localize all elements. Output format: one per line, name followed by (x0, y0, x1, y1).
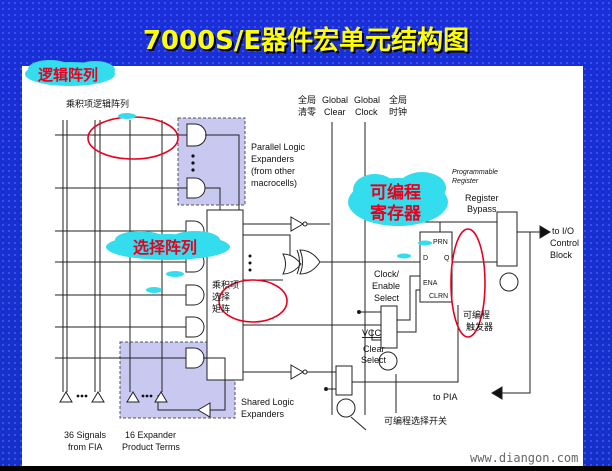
signals-fia-label: from FIA (68, 442, 103, 452)
arrow-icon (491, 386, 503, 400)
clock-enable-label: Enable (372, 281, 400, 291)
inverter-icon (290, 216, 304, 232)
to-pia-label: to PIA (433, 392, 458, 402)
clear-select-label: Clear (363, 344, 385, 354)
register-bypass-label: Bypass (467, 204, 497, 214)
parallel-expanders-label: Parallel Logic (251, 142, 306, 152)
q-label: Q (444, 255, 450, 262)
global-clock-label: Clock (355, 107, 378, 117)
programmable-switch-icons (336, 272, 519, 418)
xor-gate-icon (299, 249, 321, 275)
cloud-programmable-register (348, 172, 448, 226)
global-clock-cn: 时钟 (389, 106, 407, 118)
expander-terms-label: 16 Expander (125, 430, 176, 440)
bottom-bar (0, 466, 612, 471)
product-term-lines (55, 134, 187, 359)
cloud-logic-array (25, 60, 115, 86)
ptsm-label: 乘积项 (212, 279, 239, 291)
global-clock-cn: 全局 (389, 94, 407, 106)
callout-select-array: 选择阵列 (133, 238, 197, 257)
ptsm-label: 矩阵 (212, 303, 230, 315)
clock-enable-label: Clock/ (374, 269, 400, 279)
programmable-ff-label: 触发器 (466, 321, 493, 333)
to-io-label: to I/O (552, 226, 574, 236)
global-clear-cn: 清零 (298, 106, 316, 118)
expander-terms-label: Product Terms (122, 442, 180, 452)
shared-expanders-label: Shared Logic (241, 397, 295, 407)
or-gate-icon (282, 253, 302, 275)
product-term-array-label: 乘积项逻辑阵列 (66, 98, 129, 110)
programmable-register-label: Register (452, 178, 479, 185)
signals-fia-label: 36 Signals (64, 430, 107, 440)
ellipsis-dots (191, 154, 252, 272)
callout-logic-array: 逻辑阵列 (38, 66, 98, 84)
clear-select-label: Select (361, 355, 387, 365)
callout-programmable-register: 寄存器 (370, 203, 422, 224)
slide-title: 7000S/E器件宏单元结构图 (142, 26, 470, 56)
programmable-switch-label: 可编程选择开关 (384, 415, 447, 427)
callout-programmable-register: 可编程 (370, 182, 421, 203)
to-io-label: Block (550, 250, 573, 260)
clrn-label: CLRN (429, 293, 448, 300)
ptsm-label: 选择 (212, 291, 230, 303)
clock-enable-select-mux (380, 305, 398, 349)
to-io-label: Control (550, 238, 579, 248)
register-bypass-label: Register (465, 193, 499, 203)
prn-label: PRN (433, 239, 448, 246)
programmable-ff-label: 可编程 (463, 309, 490, 321)
parallel-expanders-label: macrocells) (251, 178, 297, 188)
and-gates (185, 123, 207, 369)
global-clock-label: Global (354, 95, 380, 105)
register-bypass-mux (496, 211, 518, 267)
parallel-expanders-label: Expanders (251, 154, 295, 164)
d-label: D (423, 255, 428, 262)
global-clear-label: Global (322, 95, 348, 105)
ena-label: ENA (423, 280, 438, 287)
arrow-icon (539, 225, 551, 239)
parallel-expanders-label: (from other (251, 166, 295, 176)
shared-expanders-label: Expanders (241, 409, 285, 419)
clock-enable-label: Select (374, 293, 400, 303)
vcc-label: VCC (362, 328, 382, 338)
global-clear-cn: 全局 (298, 94, 316, 106)
global-clear-label: Clear (324, 107, 346, 117)
input-buffers (59, 391, 168, 403)
clear-select-mux (335, 365, 353, 396)
programmable-register-label: Programmable (452, 169, 498, 176)
cloud-select-array (106, 231, 230, 260)
watermark: www.diangon.com (470, 451, 578, 465)
